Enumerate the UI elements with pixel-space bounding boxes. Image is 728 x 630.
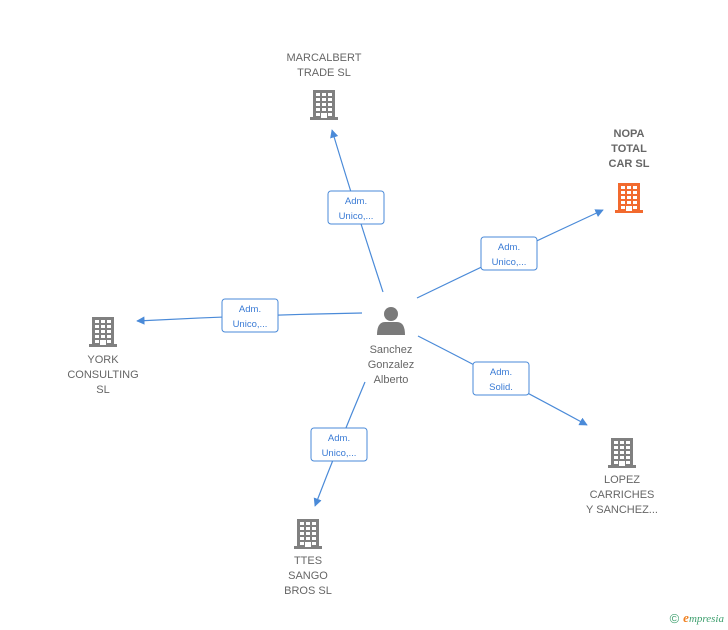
edge-labels-layer: Adm.Unico,... Adm.Unico,... Adm.Unico,... A… — [221, 190, 538, 462]
svg-text:Adm.Unico,...: Adm.Unico,... — [322, 433, 357, 459]
edge-label-lopez[interactable]: Adm.Solid. — [472, 361, 530, 396]
building-icon-ttes[interactable] — [294, 519, 322, 549]
svg-text:Adm.Unico,...: Adm.Unico,... — [233, 304, 268, 330]
edge-label-york[interactable]: Adm.Unico,... — [221, 298, 279, 333]
person-icon[interactable] — [377, 307, 405, 335]
building-icon-nopa[interactable] — [615, 183, 643, 213]
edge-label-nopa[interactable]: Adm.Unico,... — [480, 236, 538, 271]
svg-text:Adm.Solid.: Adm.Solid. — [489, 367, 513, 393]
footer-brand[interactable]: © empresia — [670, 610, 724, 626]
edge-label-marcalbert[interactable]: Adm.Unico,... — [327, 190, 385, 225]
building-icon-york[interactable] — [89, 317, 117, 347]
svg-text:Adm.Unico,...: Adm.Unico,... — [492, 242, 527, 268]
copyright-symbol: © — [669, 610, 680, 626]
edge-label-ttes[interactable]: Adm.Unico,... — [310, 427, 368, 462]
building-icon-lopez[interactable] — [608, 438, 636, 468]
empresia-logo: empresia — [683, 610, 724, 625]
edges-layer — [136, 129, 604, 507]
building-icon-marcalbert[interactable] — [310, 90, 338, 120]
svg-text:Adm.Unico,...: Adm.Unico,... — [339, 196, 374, 222]
